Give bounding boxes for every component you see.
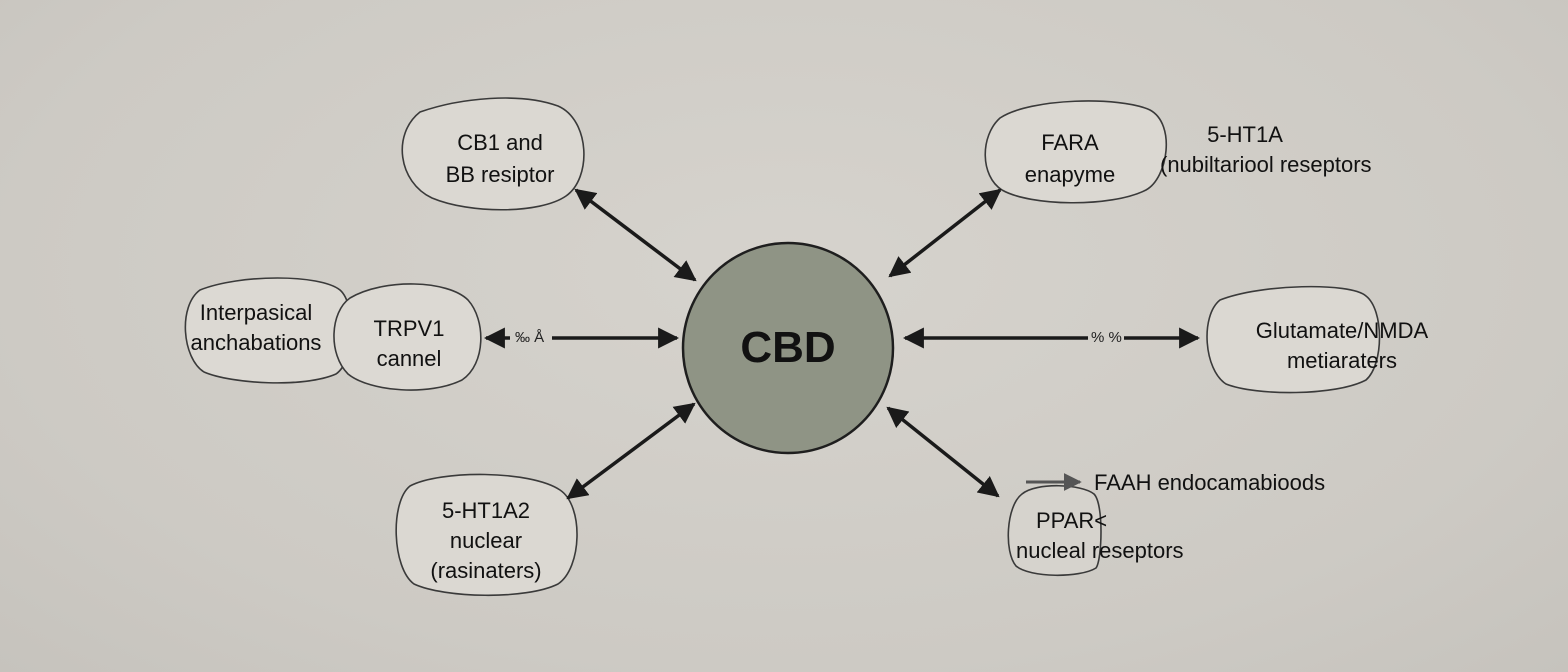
cb1-line-2: BB resiptor xyxy=(445,162,555,187)
ht1a-top-line-2: (nubiltariool reseptors xyxy=(1160,152,1372,177)
cb1-node-label: CB1 and BB resiptor xyxy=(418,130,582,188)
fara-line-1: FARA xyxy=(1041,130,1099,155)
right-connector-mark: % % xyxy=(1091,329,1122,346)
ppar-node-label: PPAR< nucleal reseptors xyxy=(1016,508,1246,564)
ht1a2-node-label: 5-HT1A2 nuclear (rasinaters) xyxy=(406,498,566,584)
faah-label: FAAH endocamabioods xyxy=(1094,470,1326,495)
ppar-line-1: PPAR< xyxy=(1036,508,1108,533)
cbd-center-circle xyxy=(681,241,895,455)
ht1a2-node-shape xyxy=(395,473,578,597)
interpasical-node-shape xyxy=(184,277,353,384)
fara-node-shape xyxy=(984,100,1168,204)
cbd-center-label: CBD xyxy=(740,323,836,372)
interpasical-line-2: anchabations xyxy=(190,330,322,355)
glutamate-node-shape xyxy=(1206,285,1381,394)
fara-line-2: enapyme xyxy=(1024,162,1116,187)
glutamate-line-1: Glutamate/NMDA xyxy=(1255,318,1429,343)
trpv1-line-2: cannel xyxy=(376,346,442,371)
ht1a-top-label: 5-HT1A (nubiltariool reseptors xyxy=(1160,122,1430,178)
arrow-cbd-cb1 xyxy=(574,188,697,282)
glutamate-node-label: Glutamate/NMDA metiaraters xyxy=(1224,318,1460,374)
ht1a2-line-2: nuclear xyxy=(449,528,523,553)
trpv1-node-shape xyxy=(333,283,482,391)
fara-node-label: FARA enapyme xyxy=(1000,130,1140,188)
ppar-line-2: nucleal reseptors xyxy=(1016,538,1184,563)
glutamate-line-2: metiaraters xyxy=(1286,348,1398,373)
arrow-cbd-fara xyxy=(888,188,1002,278)
interpasical-node-label: Interpasical anchabations xyxy=(168,300,344,356)
cb1-node-shape xyxy=(401,97,585,211)
interpasical-line-1: Interpasical xyxy=(199,300,313,325)
trpv1-node-label: TRPV1 cannel xyxy=(354,316,464,372)
ht1a2-line-3: (rasinaters) xyxy=(430,558,542,583)
ht1a-top-line-1: 5-HT1A xyxy=(1207,122,1283,147)
arrow-cbd-ppar xyxy=(886,406,1000,498)
cb1-line-1: CB1 and xyxy=(457,130,543,155)
left-connector-mark: ‰ Å xyxy=(515,329,545,346)
arrow-cbd-ht1a2 xyxy=(566,402,696,500)
trpv1-line-1: TRPV1 xyxy=(373,316,445,341)
ht1a2-line-1: 5-HT1A2 xyxy=(441,498,531,523)
